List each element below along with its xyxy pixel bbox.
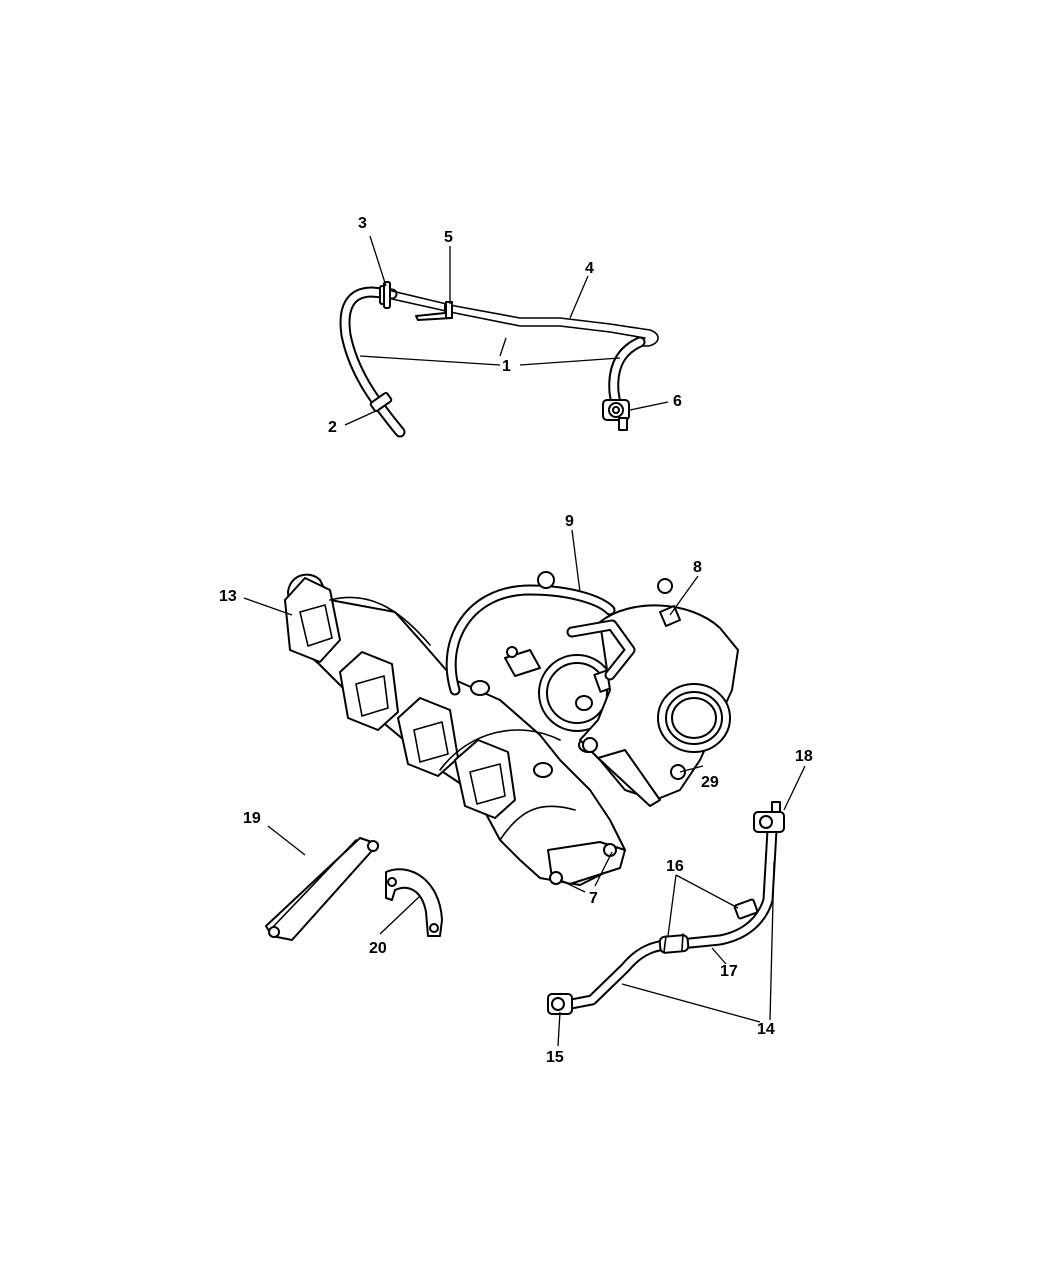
- callout-19: 19: [243, 810, 261, 827]
- callout-9: 9: [565, 513, 574, 530]
- callout-16: 16: [666, 858, 684, 875]
- callout-1: 1: [502, 358, 511, 375]
- callout-2: 2: [328, 419, 337, 436]
- callout-20: 20: [369, 940, 387, 957]
- leader-lines: [243, 235, 806, 1047]
- turbocharger: [445, 571, 739, 807]
- callout-14: 14: [757, 1021, 775, 1038]
- callout-17: 17: [720, 963, 738, 980]
- callout-3: 3: [358, 215, 367, 232]
- callout-labels: 3 5 4 1 2 6 9 8 13 29 18 19 7 16 20 17 1…: [219, 215, 813, 1066]
- heat-shield-bracket: [385, 868, 443, 937]
- callout-18: 18: [795, 748, 813, 765]
- callout-7: 7: [589, 890, 598, 907]
- oil-feed-tube: [547, 801, 785, 1015]
- callout-15: 15: [546, 1049, 564, 1066]
- callout-5: 5: [444, 229, 453, 246]
- hose-clamp-lower: [369, 391, 393, 413]
- callout-13: 13: [219, 588, 237, 605]
- callout-6: 6: [673, 393, 682, 410]
- oil-fitting-lower: [547, 993, 573, 1015]
- oil-fitting-upper: [753, 801, 785, 833]
- support-brace: [265, 837, 379, 941]
- upper-hose-assembly: [339, 281, 659, 438]
- callout-8: 8: [693, 559, 702, 576]
- banjo-fitting: [602, 399, 630, 431]
- callout-4: 4: [585, 260, 594, 277]
- callout-29: 29: [701, 774, 719, 791]
